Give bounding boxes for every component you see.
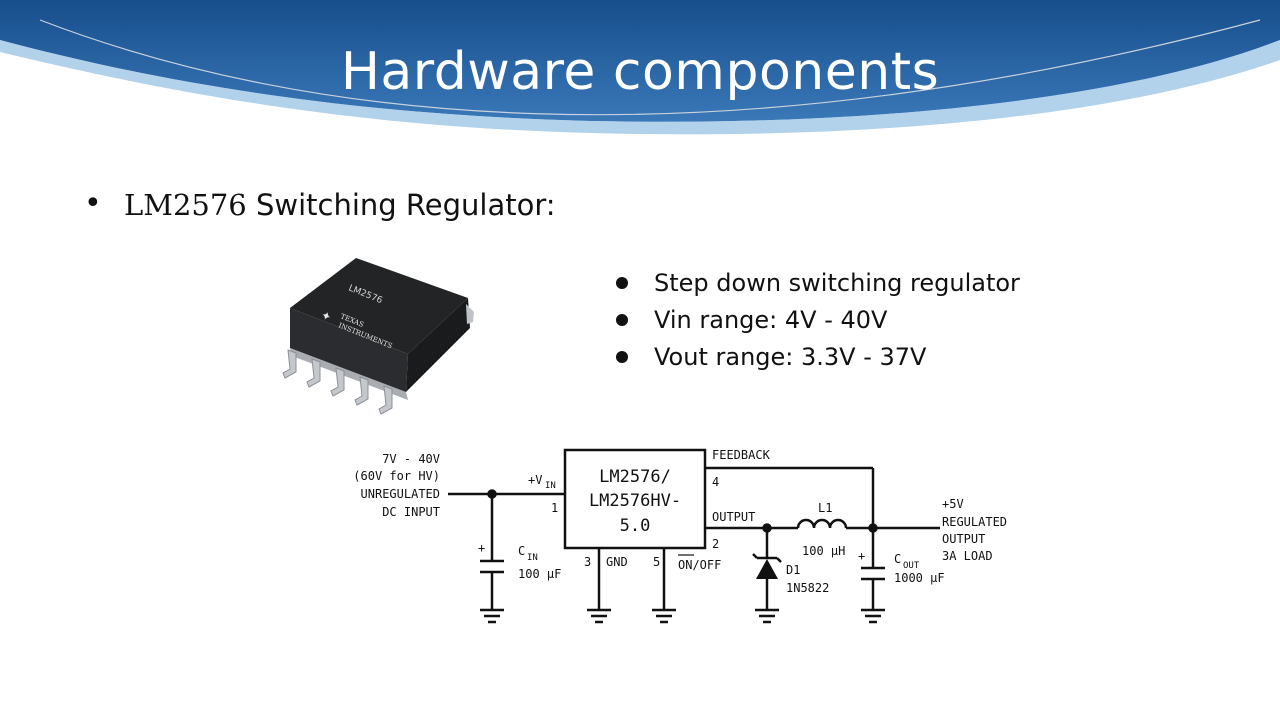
feature-item: Vout range: 3.3V - 37V bbox=[612, 338, 1020, 375]
output-label: OUTPUT bbox=[712, 510, 755, 524]
pin2-label: 2 bbox=[712, 537, 719, 551]
ic-label-line3: 5.0 bbox=[620, 516, 651, 536]
lm2576-chip-image: LM2576 ✦ TEXAS INSTRUMENTS bbox=[282, 258, 474, 415]
input-unregulated-label: UNREGULATED bbox=[361, 487, 440, 501]
header-banner bbox=[0, 0, 1280, 135]
bullet-dot: • bbox=[84, 186, 102, 221]
ti-logo-mark: ✦ bbox=[319, 308, 334, 325]
pin3-label: 3 bbox=[584, 555, 591, 569]
pin5-label: 5 bbox=[653, 555, 660, 569]
pin4-label: 4 bbox=[712, 475, 719, 489]
output-label-2: OUTPUT bbox=[942, 532, 985, 546]
cout-plus: + bbox=[858, 549, 865, 563]
cin-label: C bbox=[518, 544, 525, 558]
cin-subscript: IN bbox=[527, 553, 538, 563]
ground-symbols bbox=[480, 608, 885, 624]
input-dc-label: DC INPUT bbox=[382, 505, 440, 519]
cin-plus: + bbox=[478, 541, 485, 555]
gnd-label: GND bbox=[606, 555, 628, 569]
vin-label: +V bbox=[528, 473, 542, 487]
cin-value: 100 µF bbox=[518, 567, 561, 581]
part-number: LM2576 bbox=[124, 188, 247, 222]
bullet-dot bbox=[616, 313, 628, 326]
inductor-label: L1 bbox=[818, 501, 832, 515]
cout-label: C bbox=[894, 552, 901, 566]
feature-item: Vin range: 4V - 40V bbox=[612, 301, 1020, 338]
bullet-dot bbox=[616, 350, 628, 363]
onoff-label: ON/OFF bbox=[678, 558, 721, 572]
pin1-label: 1 bbox=[551, 501, 558, 515]
feature-item: Step down switching regulator bbox=[612, 264, 1020, 301]
diode-label: D1 bbox=[786, 563, 800, 577]
feature-list: Step down switching regulator Vin range:… bbox=[612, 264, 1020, 375]
output-voltage-label: +5V bbox=[942, 497, 964, 511]
output-load-label: 3A LOAD bbox=[942, 549, 993, 563]
ic-label-line1: LM2576/ bbox=[599, 467, 671, 487]
slide-title: Hardware components bbox=[340, 42, 940, 102]
ic-label-line2: LM2576HV- bbox=[589, 491, 681, 511]
input-voltage-label: 7V - 40V bbox=[382, 452, 440, 466]
chip-pins bbox=[282, 349, 393, 415]
feedback-label: FEEDBACK bbox=[712, 448, 771, 462]
cout-subscript: OUT bbox=[903, 561, 920, 571]
inductor-value: 100 µH bbox=[802, 544, 845, 558]
output-regulated-label: REGULATED bbox=[942, 515, 1007, 529]
input-hv-label: (60V for HV) bbox=[353, 469, 440, 483]
diode-part: 1N5822 bbox=[786, 581, 829, 595]
bullet-dot bbox=[616, 276, 628, 289]
cout-value: 1000 µF bbox=[894, 571, 945, 585]
vin-subscript: IN bbox=[545, 481, 556, 491]
circuit-schematic: 7V - 40V (60V for HV) UNREGULATED DC INP… bbox=[353, 448, 1007, 624]
main-bullet-text: LM2576 Switching Regulator: bbox=[124, 188, 556, 222]
bullet-label: Switching Regulator: bbox=[246, 188, 556, 222]
diode-symbol bbox=[756, 559, 778, 579]
